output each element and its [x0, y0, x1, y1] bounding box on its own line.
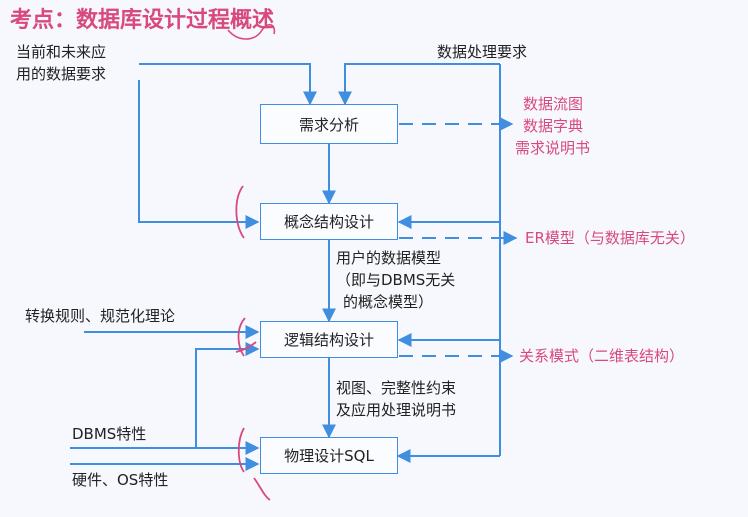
input-hardware-os: 硬件、OS特性 — [72, 471, 169, 489]
arrow-data-req-to-requirements — [139, 63, 317, 106]
annotation-bracket-physical — [237, 427, 245, 473]
stage-logical-design: 逻辑结构设计 — [260, 321, 398, 358]
annotation-bracket-conceptual — [235, 185, 245, 239]
note-conceptual-line2: （即与DBMS无关 — [336, 271, 456, 289]
output-data-dictionary: 数据字典 — [523, 117, 584, 135]
note-conceptual-line3: 的概念模型） — [343, 293, 434, 311]
annotation-bracket-physical-tail — [253, 477, 271, 501]
input-dbms-features: DBMS特性 — [72, 425, 147, 443]
arrow-data-req-to-conceptual — [138, 80, 260, 229]
arrow-processing-to-requirements — [338, 63, 500, 106]
page-title: 考点：数据库设计过程概述 — [10, 8, 275, 33]
output-relational-model: 关系模式（二维表结构） — [519, 347, 685, 365]
note-logical-line2: 及应用处理说明书 — [336, 401, 457, 419]
note-logical-line1: 视图、完整性约束 — [336, 379, 457, 397]
arrow-dbms-to-logical — [195, 342, 260, 448]
title-underline-mark — [227, 23, 276, 40]
stage-conceptual-design: 概念结构设计 — [260, 203, 398, 240]
stage-physical-design: 物理设计SQL — [260, 437, 398, 474]
input-current-future-line2: 用的数据要求 — [16, 65, 107, 83]
annotation-bracket-logical-tick — [235, 341, 257, 353]
note-conceptual-line1: 用户的数据模型 — [336, 249, 442, 267]
output-er-model: ER模型（与数据库无关） — [525, 229, 695, 247]
input-conversion-rules: 转换规则、规范化理论 — [25, 307, 176, 325]
output-dataflow: 数据流图 — [523, 95, 584, 113]
input-current-future-line1: 当前和未来应 — [16, 43, 107, 61]
output-requirements-spec: 需求说明书 — [515, 139, 591, 157]
annotation-bracket-logical — [237, 317, 246, 357]
stage-requirements-analysis: 需求分析 — [260, 104, 398, 144]
input-data-processing: 数据处理要求 — [437, 43, 528, 61]
